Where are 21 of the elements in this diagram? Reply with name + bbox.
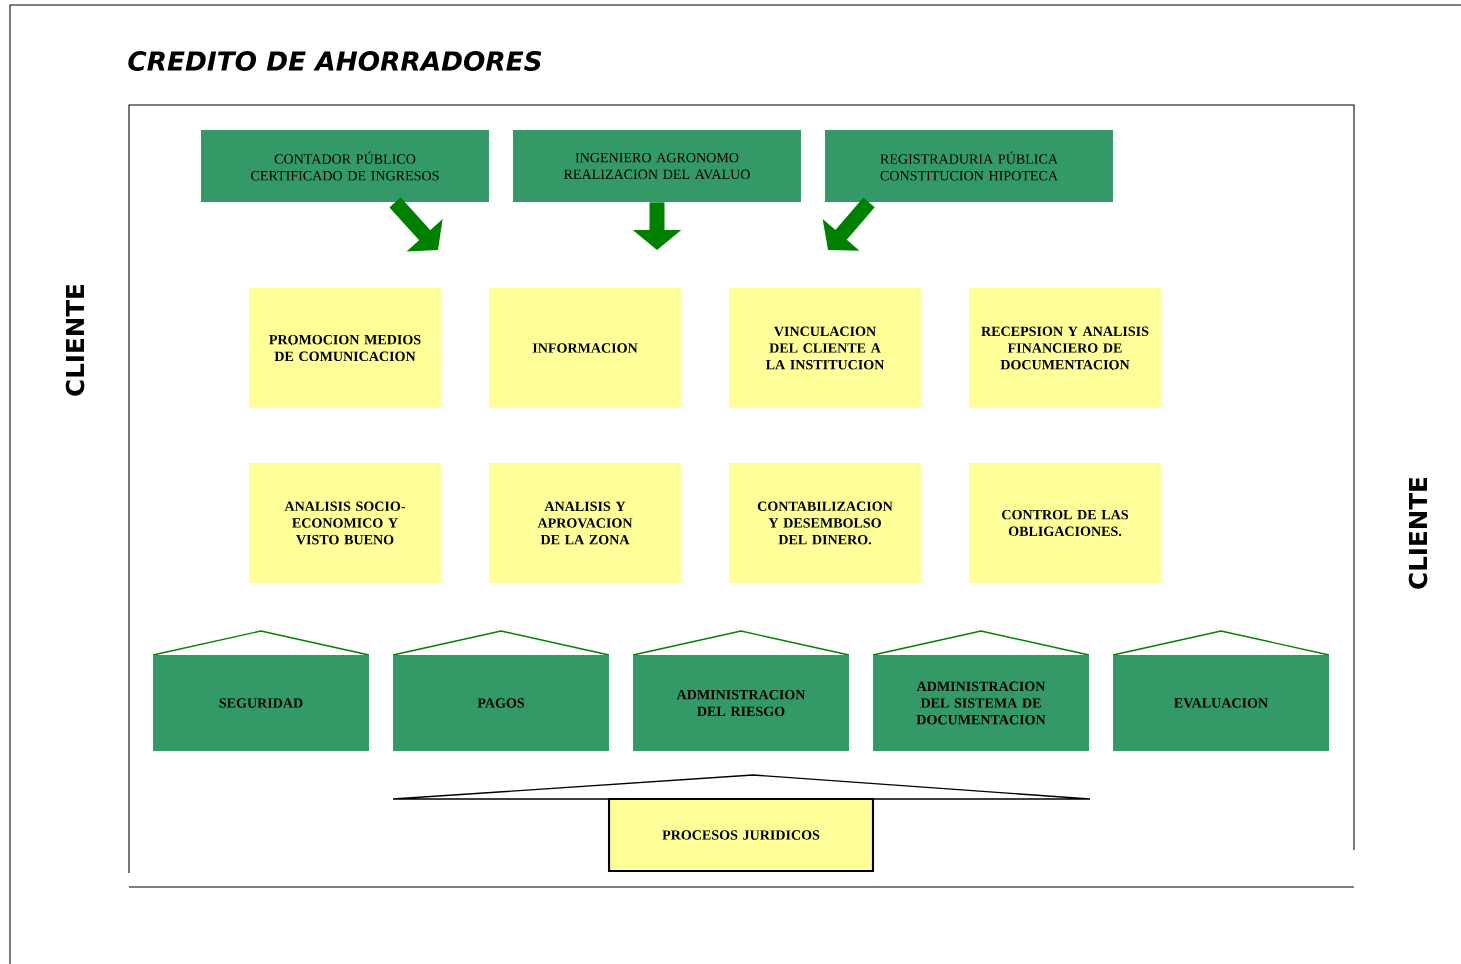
process-box: VINCULACION DEL CLIENTE A LA INSTITUCION xyxy=(729,288,921,408)
block-arrow xyxy=(389,197,443,252)
process-box: INFORMACION xyxy=(489,288,681,408)
house-box: SEGURIDAD xyxy=(152,630,370,751)
house-box: PROCESOS JURIDICOS xyxy=(392,774,1091,873)
house-box: PAGOS xyxy=(392,630,610,751)
process-box: REGISTRADURIA PÚBLICA CONSTITUCION HIPOTECA xyxy=(825,130,1113,202)
title: CREDITO DE AHORRADORES xyxy=(128,51,542,71)
process-box: ANALISIS Y APROVACION DE LA ZONA xyxy=(489,463,681,583)
side-label: CLIENTE xyxy=(1408,477,1428,589)
process-box: RECEPSION Y ANALISIS FINANCIERO DE DOCUMENTACION xyxy=(969,288,1161,408)
process-box: CONTROL DE LAS OBLIGACIONES. xyxy=(969,463,1161,583)
process-box: CONTADOR PÚBLICO CERTIFICADO DE INGRESOS xyxy=(201,130,489,202)
house-box: ADMINISTRACION DEL SISTEMA DE DOCUMENTACION xyxy=(872,630,1090,751)
process-box: ANALISIS SOCIO-ECONOMICO Y VISTO BUENO xyxy=(249,463,441,583)
process-box: CONTABILIZACION Y DESEMBOLSO DEL DINERO. xyxy=(729,463,921,583)
process-box: INGENIERO AGRONOMO REALIZACION DEL AVALUO xyxy=(513,130,801,202)
house-box: EVALUACION xyxy=(1112,630,1330,751)
side-label: CLIENTE xyxy=(65,284,85,396)
house-box: ADMINISTRACION DEL RIESGO xyxy=(632,630,850,751)
process-box: PROMOCION MEDIOS DE COMUNICACION xyxy=(249,288,441,408)
